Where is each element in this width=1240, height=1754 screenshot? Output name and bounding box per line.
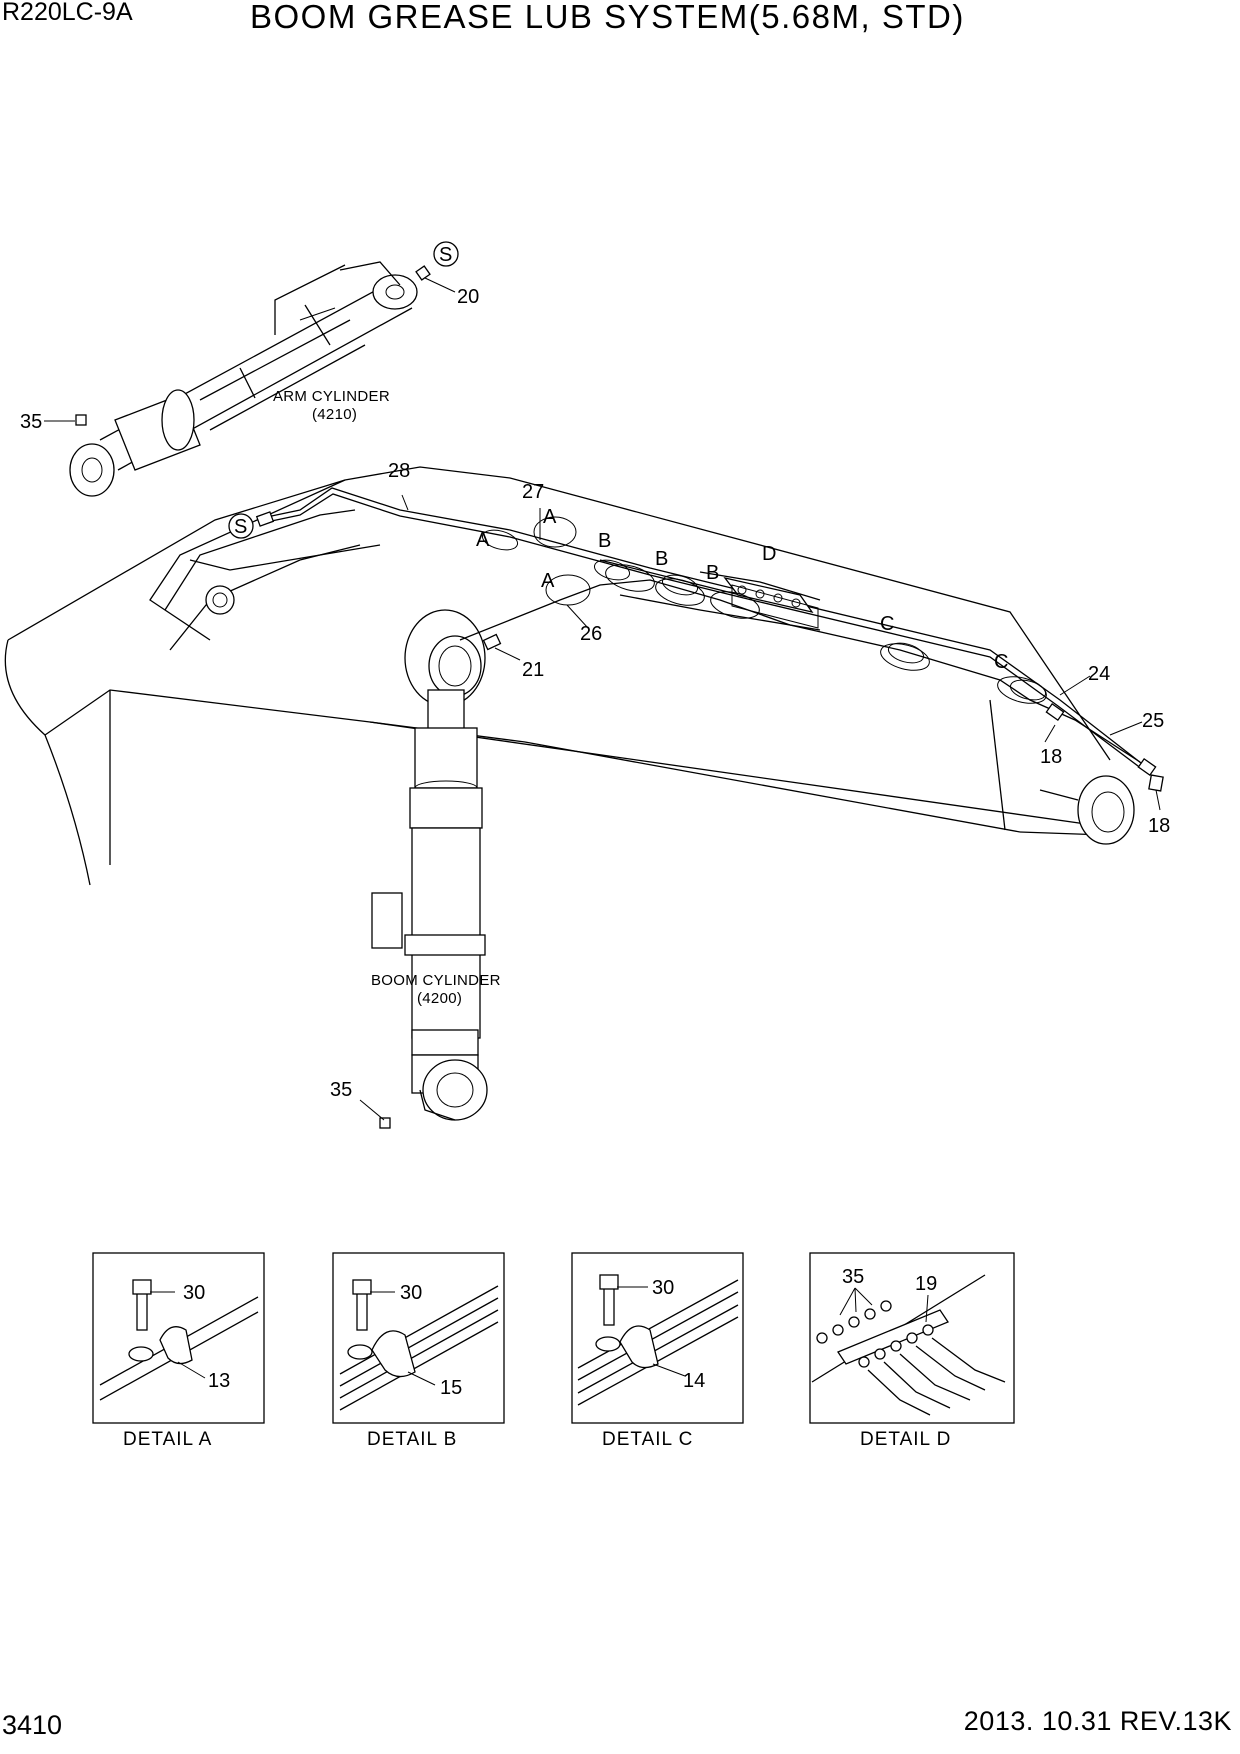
boom-cylinder-name: BOOM CYLINDER — [371, 972, 501, 989]
arm-cylinder-name: ARM CYLINDER — [273, 388, 390, 405]
callout-35-arm: 35 — [20, 411, 42, 433]
callout-27: 27 — [522, 481, 544, 503]
revision-date: 2013. 10.31 REV.13K — [963, 1706, 1232, 1736]
callout-28: 28 — [388, 460, 410, 482]
detail-a-caption: DETAIL A — [123, 1429, 212, 1450]
detail-d-fitting-callout: 35 — [842, 1266, 864, 1288]
boom-cylinder — [371, 609, 488, 1129]
symbol-s-left: S — [228, 513, 254, 539]
model-number: R220LC-9A — [2, 0, 133, 26]
boom-structure — [4, 466, 1135, 886]
detail-c-clamp-callout: 14 — [683, 1370, 705, 1392]
marker-b-2: B — [655, 548, 668, 570]
grease-line-routing — [255, 487, 1164, 792]
detail-c-bolt-callout: 30 — [652, 1277, 674, 1299]
marker-a-1: A — [476, 529, 490, 551]
detail-b-caption: DETAIL B — [367, 1429, 457, 1450]
detail-b-clamp-callout: 15 — [440, 1377, 462, 1399]
callout-21: 21 — [522, 659, 544, 681]
callout-25: 25 — [1142, 710, 1164, 732]
callout-24: 24 — [1088, 663, 1110, 685]
marker-a-2: A — [543, 506, 557, 528]
symbol-s-top: S — [433, 241, 459, 267]
marker-c-2: C — [994, 651, 1008, 673]
detail-d-hose-callout: 19 — [915, 1273, 937, 1295]
page-number: 3410 — [2, 1710, 63, 1740]
detail-d-caption: DETAIL D — [860, 1429, 951, 1450]
arm-cylinder — [69, 261, 431, 497]
marker-b-3: B — [706, 562, 719, 584]
detail-b-bolt-callout: 30 — [400, 1282, 422, 1304]
boom-cylinder-code: (4200) — [417, 990, 462, 1007]
symbol-s-top-text: S — [439, 244, 452, 266]
detail-c-caption: DETAIL C — [602, 1429, 693, 1450]
callout-26: 26 — [580, 623, 602, 645]
leader-lines — [44, 277, 1161, 1121]
arm-cylinder-code: (4210) — [312, 406, 357, 423]
callout-18-upper: 18 — [1040, 746, 1062, 768]
callout-20: 20 — [457, 286, 479, 308]
marker-c-1: C — [880, 613, 894, 635]
page-title: BOOM GREASE LUB SYSTEM(5.68M, STD) — [250, 0, 965, 35]
symbol-s-left-text: S — [234, 516, 247, 538]
detail-c-box: 30 14 — [571, 1252, 744, 1424]
marker-d-1: D — [762, 543, 776, 565]
callout-35-boom: 35 — [330, 1079, 352, 1101]
detail-b-box: 30 15 — [332, 1252, 505, 1424]
marker-a-3: A — [541, 570, 555, 592]
detail-a-clamp-callout: 13 — [208, 1370, 230, 1392]
detail-zone-marks — [533, 516, 1047, 704]
detail-d-box: 35 19 — [809, 1252, 1015, 1424]
callout-18-lower: 18 — [1148, 815, 1170, 837]
marker-b-1: B — [598, 530, 611, 552]
detail-a-box: 30 13 — [92, 1252, 265, 1424]
detail-a-bolt-callout: 30 — [183, 1282, 205, 1304]
